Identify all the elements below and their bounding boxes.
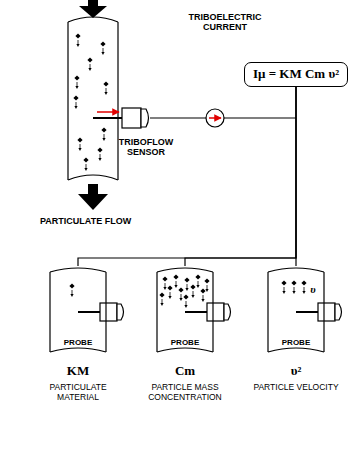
arrow-head — [79, 6, 107, 18]
pipe-end — [68, 17, 118, 22]
particle — [73, 95, 78, 109]
probe-label: PROBE — [282, 338, 310, 347]
sensor-housing — [318, 303, 335, 321]
formula-text: Iμ = KM Cm υ² — [253, 67, 339, 82]
probe-label: PROBE — [171, 338, 199, 347]
arrow-head — [78, 194, 108, 210]
factor-symbol: Cm — [135, 364, 235, 379]
particle — [75, 33, 80, 47]
flow-label: PARTICULATE FLOW — [40, 216, 200, 226]
pipe-section: PROBE — [50, 266, 106, 356]
sensor-label: TRIBOFLOW SENSOR — [110, 137, 182, 158]
connector-line — [295, 87, 296, 266]
particle — [281, 280, 286, 294]
particle — [301, 280, 306, 294]
pipe-section: PROBE — [157, 266, 213, 356]
pipe-end — [68, 175, 118, 180]
pipe-wall — [267, 272, 268, 352]
current-meter — [206, 109, 224, 127]
particles — [73, 33, 108, 171]
probe-rod — [185, 311, 207, 313]
particle — [195, 274, 200, 288]
sensor-cap — [224, 304, 231, 320]
pipe-end — [268, 348, 324, 352]
current-arrow — [209, 117, 221, 119]
particle — [69, 283, 74, 297]
particles — [281, 280, 306, 294]
arrow-shaft — [88, 184, 98, 194]
pipe-section: PROBE — [268, 266, 324, 356]
pipe-wall — [117, 22, 118, 180]
probe-rod — [296, 311, 318, 313]
particle — [100, 41, 105, 55]
pipe-end — [50, 348, 106, 352]
factor-caption: PARTICLE VELOCITY — [246, 383, 346, 393]
particle — [178, 287, 183, 301]
pipe-wall — [323, 272, 324, 352]
pipe-wall — [49, 272, 50, 352]
signal-label: TRIBOELECTRIC CURRENT — [180, 12, 270, 33]
factor-symbol: KM — [28, 364, 128, 379]
pipe-wall — [67, 22, 68, 180]
particle — [200, 288, 205, 302]
pipe-end — [50, 268, 106, 272]
pipe-end — [268, 268, 324, 272]
particle — [97, 147, 102, 161]
pipe-end — [157, 268, 213, 272]
pipe-wall — [212, 272, 213, 352]
particle — [291, 280, 296, 294]
sensor-cap — [335, 304, 342, 320]
sensor-housing — [207, 303, 224, 321]
particle — [184, 277, 189, 291]
pipe-end — [157, 348, 213, 352]
velocity-symbol: υ — [307, 283, 319, 296]
factor-symbol: υ² — [246, 364, 346, 379]
probe-rod — [93, 117, 122, 119]
connector-line — [78, 87, 296, 266]
particles — [159, 274, 209, 308]
sensor-housing — [122, 108, 141, 128]
charge-arrow — [97, 111, 119, 113]
formula-box: Iμ = KM Cm υ² — [244, 62, 348, 87]
probe-label: PROBE — [64, 338, 92, 347]
particle — [74, 75, 79, 89]
flow-arrow — [79, 0, 107, 18]
particle — [87, 57, 92, 71]
probe-rod — [78, 311, 100, 313]
flow-arrow — [78, 184, 108, 210]
sensor-cap — [117, 304, 124, 320]
connector-line — [185, 87, 296, 266]
sensor-housing — [100, 303, 117, 321]
particle — [162, 276, 167, 290]
particle — [101, 127, 106, 141]
arrow-shaft — [88, 0, 98, 6]
particle — [190, 284, 195, 298]
particle — [159, 292, 164, 306]
particle — [77, 137, 82, 151]
particle — [183, 294, 188, 308]
particle — [83, 157, 88, 171]
sensor-cap — [141, 109, 149, 127]
particle — [173, 274, 178, 288]
particle — [103, 81, 108, 95]
pipe-wall — [105, 272, 106, 352]
factor-caption: PARTICLE MASS CONCENTRATION — [135, 383, 235, 403]
particle — [204, 278, 209, 292]
pipe — [68, 17, 118, 180]
factor-caption: PARTICULATE MATERIAL — [28, 383, 128, 403]
pipe-wall — [156, 272, 157, 352]
particle — [167, 285, 172, 299]
